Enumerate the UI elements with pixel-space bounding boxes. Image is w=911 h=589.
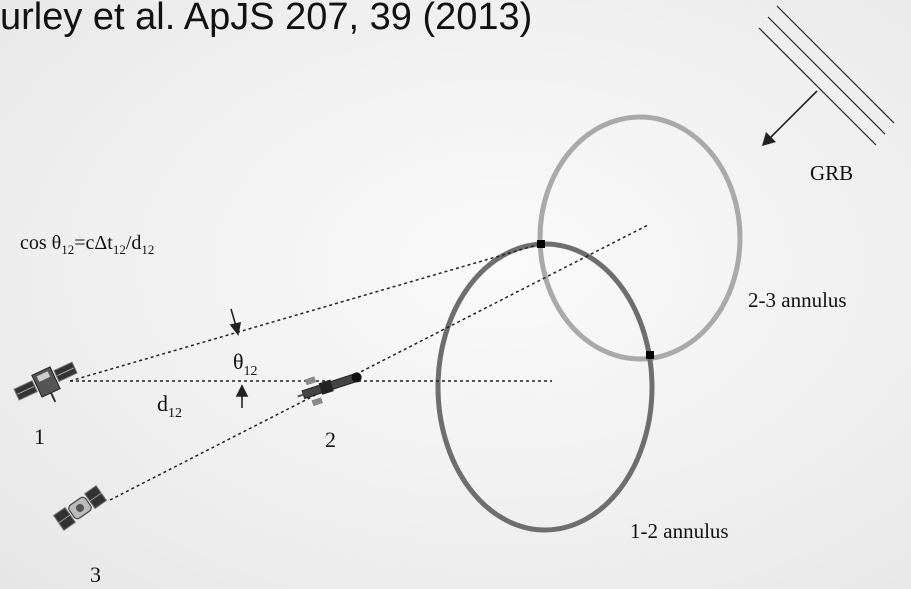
grb-label: GRB <box>810 161 853 185</box>
satellite-1-label: 1 <box>34 424 45 449</box>
baseline-distance-label: d12 <box>157 391 182 421</box>
grb-direction-arrow <box>762 90 818 146</box>
satellite-1-icon <box>13 361 78 403</box>
annulus-1-2-label: 1-2 annulus <box>630 519 729 543</box>
spacecraft-2-icon <box>297 372 362 407</box>
intersection-marker <box>537 240 545 248</box>
wavefront-line <box>767 16 886 135</box>
line-sat1-to-intersection <box>69 244 538 382</box>
wavefront-line <box>776 5 895 124</box>
annulus-2-3 <box>537 114 743 362</box>
citation-text: urley et al. ApJS 207, 39 (2013) <box>0 0 533 38</box>
intersection-marker <box>646 351 654 359</box>
line-sat3-to-annulus <box>109 224 649 501</box>
spacecraft-3-icon <box>52 485 108 531</box>
annulus-2-3-label: 2-3 annulus <box>748 288 847 312</box>
satellite-2-label: 2 <box>325 427 336 452</box>
satellite-3-label: 3 <box>90 562 101 587</box>
theta-label: θ12 <box>233 349 258 379</box>
cos-theta-formula: cos θ12=cΔt12/d12 <box>20 232 154 257</box>
annulus-1-2 <box>435 241 655 533</box>
wavefront-line <box>758 27 877 146</box>
grb-wavefront <box>758 5 895 146</box>
theta-arrows <box>229 308 249 408</box>
